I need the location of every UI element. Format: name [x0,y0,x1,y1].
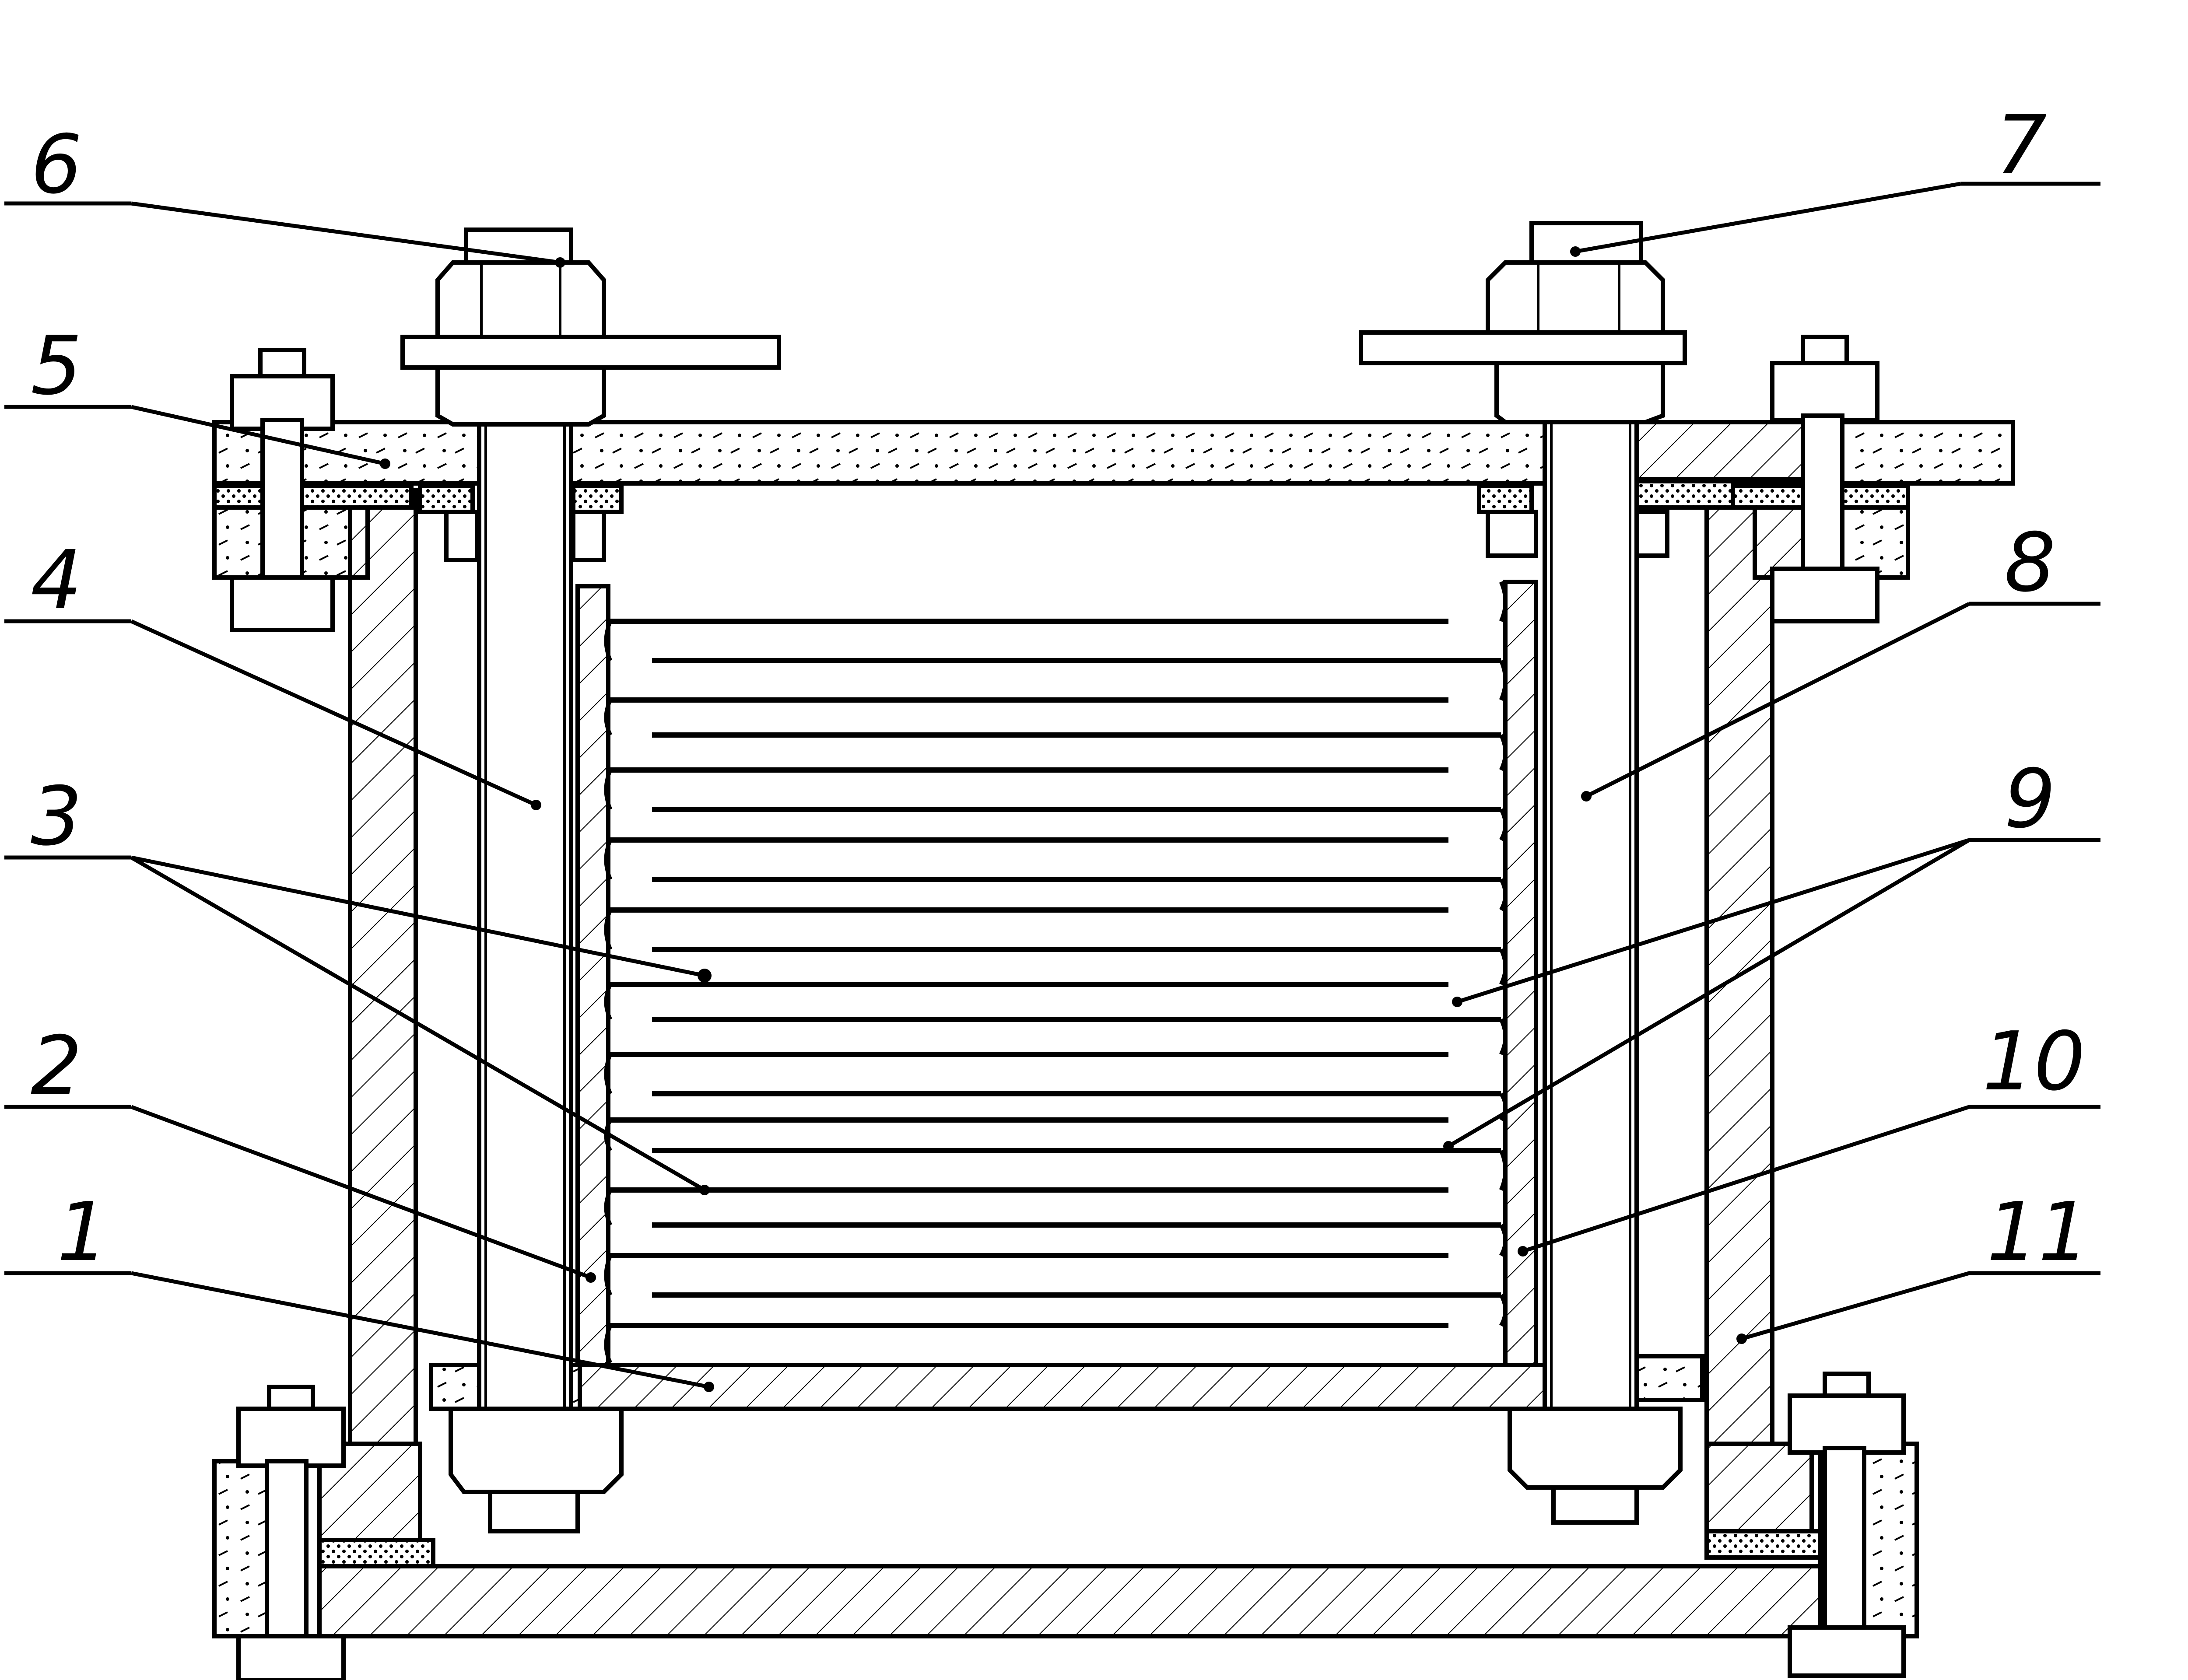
electrode-plate-stack [604,581,1508,1364]
label-6: 6 [31,117,82,212]
left-tie-rod [477,260,573,1437]
flange-bolt-bottom-left [236,1385,346,1680]
label-11: 11 [1987,1185,2090,1279]
leader-dots [380,246,1747,1392]
leader-lines [4,182,2100,1389]
label-1: 1 [57,1185,109,1279]
label-9: 9 [2004,752,2056,846]
flange-bolt-top-left [230,348,335,632]
left-bottom-nut [449,1407,624,1533]
flange-bolt-bottom-right [1788,1372,1906,1678]
flange-bolt-top-right [1770,335,1879,623]
label-2: 2 [31,1018,82,1113]
label-8: 8 [2004,515,2056,610]
part-labels: 6 5 4 3 2 1 7 8 9 10 11 [31,98,2090,1279]
right-bottom-nut [1508,1407,1683,1525]
label-7: 7 [1995,98,2047,192]
label-4: 4 [31,533,82,627]
right-top-nut [1486,221,1665,424]
label-5: 5 [31,318,82,413]
label-3: 3 [31,769,82,864]
label-10: 10 [1982,1014,2085,1109]
top-gaskets [212,479,1910,514]
right-tie-rod [1543,260,1639,1455]
